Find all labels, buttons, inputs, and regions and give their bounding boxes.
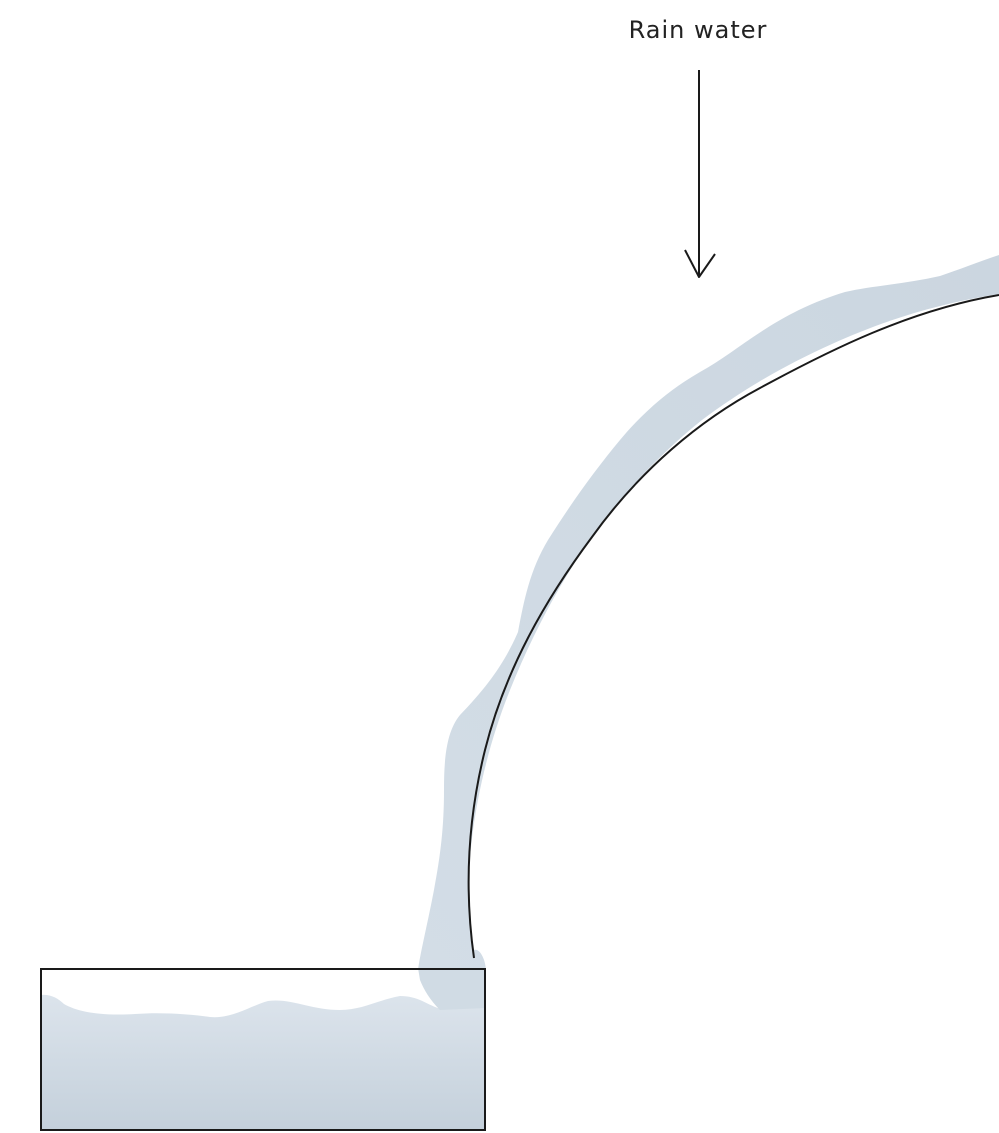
rain-water-label: Rain water bbox=[629, 16, 768, 44]
runoff-water-film bbox=[418, 255, 999, 972]
tank-water bbox=[41, 995, 485, 1130]
rain-arrow bbox=[685, 70, 715, 277]
inflow-splash bbox=[418, 968, 486, 1010]
